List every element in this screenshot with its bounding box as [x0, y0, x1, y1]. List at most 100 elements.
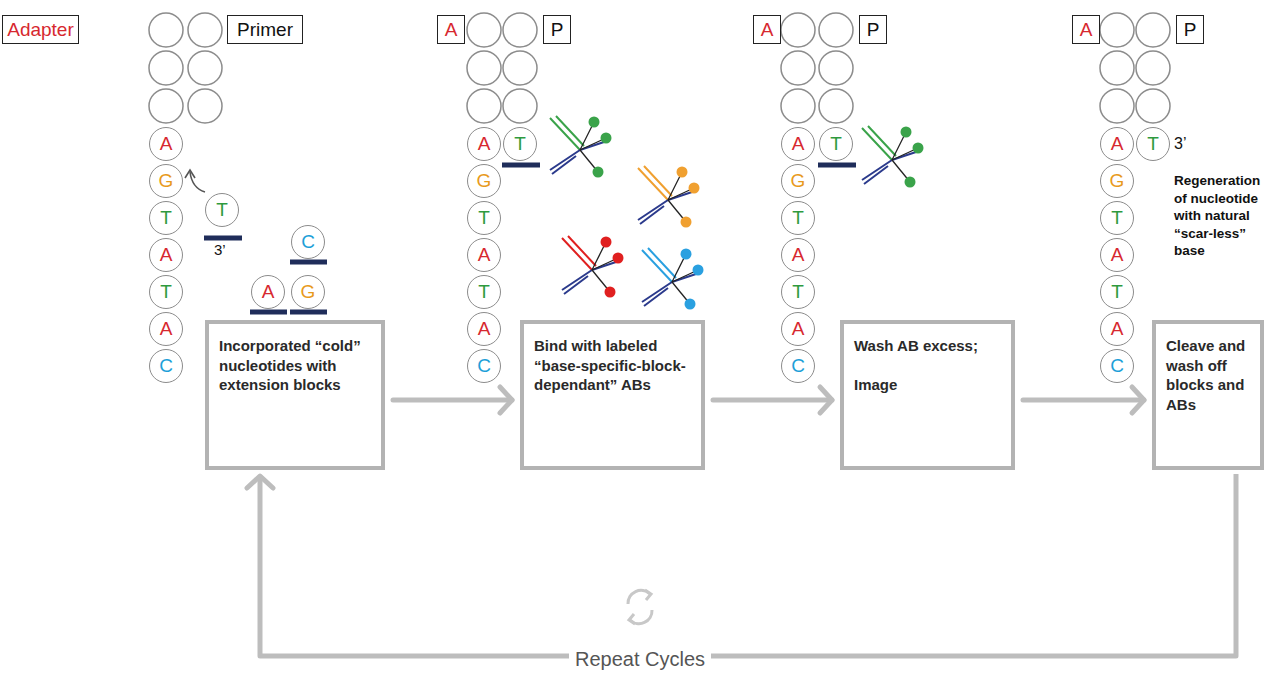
base-letter: C — [1110, 355, 1124, 377]
base-letter: C — [301, 231, 315, 253]
nucleotide-circle: G — [1100, 164, 1134, 198]
base-letter: A — [478, 133, 491, 155]
nucleotide-circle: A — [467, 238, 501, 272]
nucleotide-circle — [149, 51, 183, 85]
nucleotide-circle — [1100, 51, 1134, 85]
node-text: A — [1080, 19, 1093, 41]
base-letter: A — [1111, 133, 1124, 155]
cycle-icon — [628, 590, 652, 624]
antibody — [638, 166, 700, 228]
node-text: P — [551, 19, 564, 41]
nucleotide-circle — [1136, 89, 1170, 123]
step-box: Bind with labeled “base-specific-block-d… — [520, 320, 705, 470]
nucleotide-circle — [819, 13, 853, 47]
nucleotide-circle: A — [149, 127, 183, 161]
base-letter: G — [791, 170, 806, 192]
nucleotide-circle: T — [149, 275, 183, 309]
antibody — [642, 248, 704, 310]
nucleotide-circle — [781, 51, 815, 85]
nucleotide-circle: G — [781, 164, 815, 198]
node-text: A — [445, 19, 458, 41]
base-letter: T — [1147, 133, 1159, 155]
nucleotide-circle: C — [149, 349, 183, 383]
nucleotide-circle: A — [781, 238, 815, 272]
node-text: Incorporated “cold” nucleotides with ext… — [219, 336, 371, 395]
label-box: A — [753, 15, 781, 44]
nucleotide-circle — [819, 51, 853, 85]
nucleotide-circle: T — [1136, 127, 1170, 161]
nucleotide-circle: T — [781, 275, 815, 309]
node-text: A — [761, 19, 774, 41]
node-text: P — [1184, 19, 1197, 41]
label-box: A — [1072, 15, 1100, 44]
step-box: Wash AB excess;Image — [840, 320, 1015, 470]
nucleotide-circle — [188, 89, 222, 123]
extension-blocks — [204, 165, 856, 312]
base-letter: T — [478, 281, 490, 303]
base-letter: T — [216, 199, 228, 221]
nucleotide-circle — [1136, 51, 1170, 85]
step-box: Cleave and wash off blocks and ABs — [1152, 320, 1264, 470]
nucleotide-circle: A — [1100, 312, 1134, 346]
end-label: 3’ — [1174, 134, 1204, 155]
label-box: P — [859, 15, 887, 44]
flow-arrow — [1023, 387, 1144, 413]
base-letter: A — [160, 133, 173, 155]
nucleotide-circle — [1100, 89, 1134, 123]
base-letter: G — [477, 170, 492, 192]
base-letter: T — [160, 281, 172, 303]
antibody — [562, 236, 624, 298]
base-letter: T — [792, 281, 804, 303]
nucleotide-circle — [1100, 13, 1134, 47]
nucleotide-circle — [503, 89, 537, 123]
flow-arrow — [393, 387, 512, 413]
node-text: Primer — [237, 19, 293, 41]
base-letter: G — [159, 170, 174, 192]
label-box: Primer — [227, 15, 303, 44]
base-letter: T — [1111, 207, 1123, 229]
base-letter: T — [792, 207, 804, 229]
step-box: Incorporated “cold” nucleotides with ext… — [205, 320, 385, 470]
base-letter: C — [477, 355, 491, 377]
label-box: P — [1176, 15, 1204, 44]
base-letter: A — [792, 318, 805, 340]
nucleotide-circle: A — [1100, 127, 1134, 161]
nucleotide-circle: G — [467, 164, 501, 198]
base-letter: G — [301, 281, 316, 303]
base-letter: A — [792, 244, 805, 266]
cycle-label: Repeat Cycles — [569, 646, 711, 672]
base-letter: T — [478, 207, 490, 229]
end-label: 3’ — [214, 240, 244, 260]
nucleotide-circle — [188, 13, 222, 47]
nucleotide-circle: A — [149, 238, 183, 272]
base-letter: A — [478, 244, 491, 266]
nucleotide-circle: C — [781, 349, 815, 383]
node-text: Wash AB excess; — [854, 336, 1001, 356]
flow-arrow — [713, 387, 832, 413]
nucleotide-circle: G — [291, 275, 325, 309]
nucleotide-circle — [781, 13, 815, 47]
base-letter: T — [1111, 281, 1123, 303]
nucleotide-circle — [149, 13, 183, 47]
arrow-head — [185, 170, 195, 178]
nucleotide-circle: A — [467, 312, 501, 346]
base-letter: T — [160, 207, 172, 229]
nucleotide-circle — [503, 51, 537, 85]
nucleotide-circle — [467, 89, 501, 123]
nucleotide-circle — [781, 89, 815, 123]
nucleotide-circle — [467, 13, 501, 47]
base-letter: T — [830, 133, 842, 155]
base-letter: A — [160, 244, 173, 266]
nucleotide-circle: T — [1100, 201, 1134, 235]
nucleotide-circle: T — [149, 201, 183, 235]
label-box: P — [543, 15, 571, 44]
antibody — [550, 116, 612, 178]
base-letter: C — [791, 355, 805, 377]
nucleotide-circle — [819, 89, 853, 123]
node-text: Bind with labeled “base-specific-block-d… — [534, 336, 691, 395]
node-text: Cleave and wash off blocks and ABs — [1166, 336, 1250, 414]
base-letter: C — [159, 355, 173, 377]
nucleotide-circle: T — [467, 201, 501, 235]
node-text: Adapter — [7, 19, 74, 41]
nucleotide-circle: T — [503, 127, 537, 161]
